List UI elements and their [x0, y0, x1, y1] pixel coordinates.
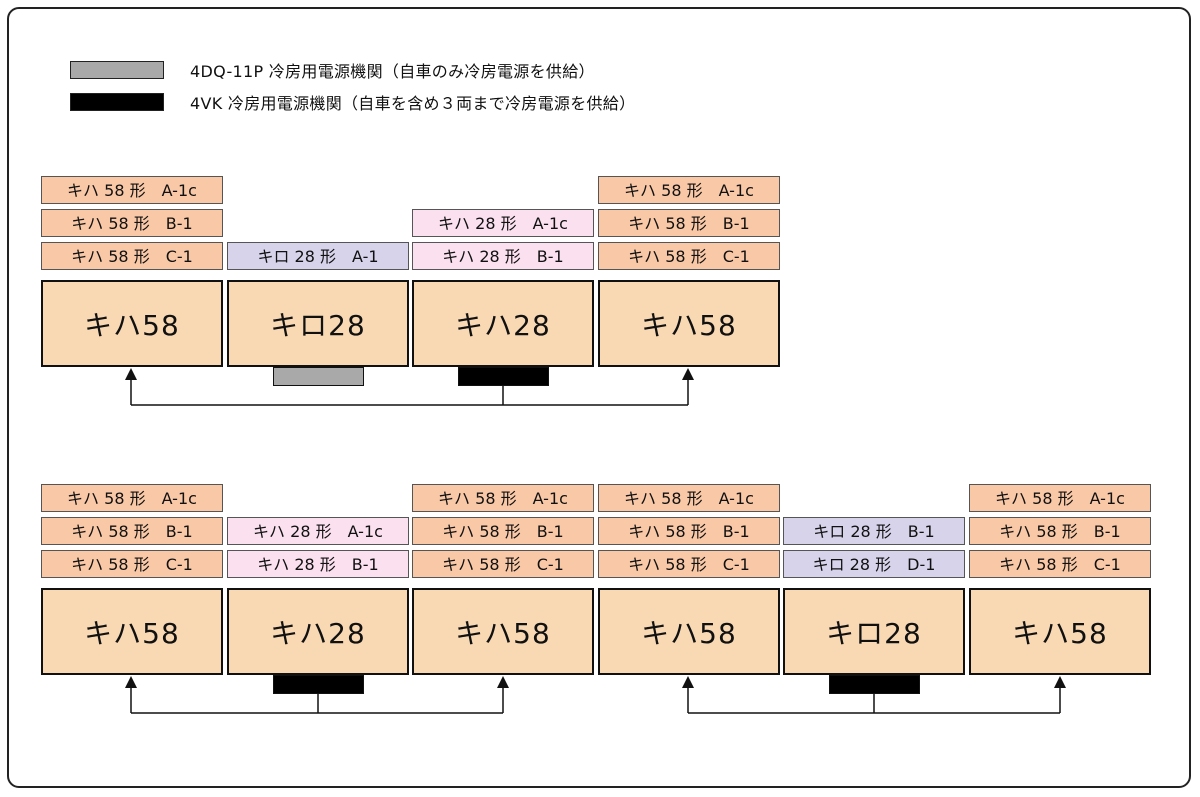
train1-car-1-spec-tag: キハ 58 形 B-1	[41, 209, 223, 237]
train2-car-4-spec-tag: キハ 58 形 C-1	[598, 550, 780, 578]
train2-car-6-spec-tag: キハ 58 形 C-1	[969, 550, 1151, 578]
train1-car-1-spec-tag: キハ 58 形 C-1	[41, 242, 223, 270]
train2-car-2: キハ28	[227, 588, 409, 675]
train1-car-2-spec-tag: キロ 28 形 A-1	[227, 242, 409, 270]
train2-car-3: キハ58	[412, 588, 594, 675]
train2-car-1-spec-tag: キハ 58 形 B-1	[41, 517, 223, 545]
train2-car-4-spec-tag: キハ 58 形 B-1	[598, 517, 780, 545]
legend-item-4dq: 4DQ-11P 冷房用電源機関（自車のみ冷房電源を供給）	[70, 59, 595, 81]
train2-car-2-spec-tag: キハ 28 形 A-1c	[227, 517, 409, 545]
train1-car-4-spec-tag: キハ 58 形 C-1	[598, 242, 780, 270]
train2-car-3-spec-tag: キハ 58 形 B-1	[412, 517, 594, 545]
gray-generator-swatch	[70, 61, 164, 79]
train1-car-2: キロ28	[227, 280, 409, 367]
black-generator-swatch	[70, 93, 164, 111]
diagram-frame	[7, 7, 1191, 788]
train1-car-1-spec-tag: キハ 58 形 A-1c	[41, 176, 223, 204]
train2-car-4: キハ58	[598, 588, 780, 675]
train1-car-3: キハ28	[412, 280, 594, 367]
train2-car-5-power-generator	[829, 675, 920, 694]
train2-car-5-spec-tag: キロ 28 形 D-1	[783, 550, 965, 578]
train1-car-3-power-generator	[458, 367, 549, 386]
train2-car-3-spec-tag: キハ 58 形 C-1	[412, 550, 594, 578]
train1-car-1: キハ58	[41, 280, 223, 367]
train2-car-4-spec-tag: キハ 58 形 A-1c	[598, 484, 780, 512]
legend-item-4vk: 4VK 冷房用電源機関（自車を含め３両まで冷房電源を供給）	[70, 91, 635, 113]
train2-car-6-spec-tag: キハ 58 形 B-1	[969, 517, 1151, 545]
train1-car-3-spec-tag: キハ 28 形 A-1c	[412, 209, 594, 237]
train2-car-3-spec-tag: キハ 58 形 A-1c	[412, 484, 594, 512]
train1-car-3-spec-tag: キハ 28 形 B-1	[412, 242, 594, 270]
train1-car-2-power-generator	[273, 367, 364, 386]
train2-car-5: キロ28	[783, 588, 965, 675]
train2-car-6-spec-tag: キハ 58 形 A-1c	[969, 484, 1151, 512]
train2-car-6: キハ58	[969, 588, 1151, 675]
train1-car-4-spec-tag: キハ 58 形 A-1c	[598, 176, 780, 204]
train2-car-1: キハ58	[41, 588, 223, 675]
legend-label-4vk: 4VK 冷房用電源機関（自車を含め３両まで冷房電源を供給）	[190, 94, 636, 113]
train2-car-1-spec-tag: キハ 58 形 A-1c	[41, 484, 223, 512]
train1-power-lines	[125, 368, 694, 406]
train2-car-2-spec-tag: キハ 28 形 B-1	[227, 550, 409, 578]
train2-power-lines	[125, 676, 1066, 714]
train2-car-1-spec-tag: キハ 58 形 C-1	[41, 550, 223, 578]
train1-car-4-spec-tag: キハ 58 形 B-1	[598, 209, 780, 237]
train2-car-5-spec-tag: キロ 28 形 B-1	[783, 517, 965, 545]
legend-label-4dq: 4DQ-11P 冷房用電源機関（自車のみ冷房電源を供給）	[190, 62, 595, 81]
train1-car-4: キハ58	[598, 280, 780, 367]
train2-car-2-power-generator	[273, 675, 364, 694]
